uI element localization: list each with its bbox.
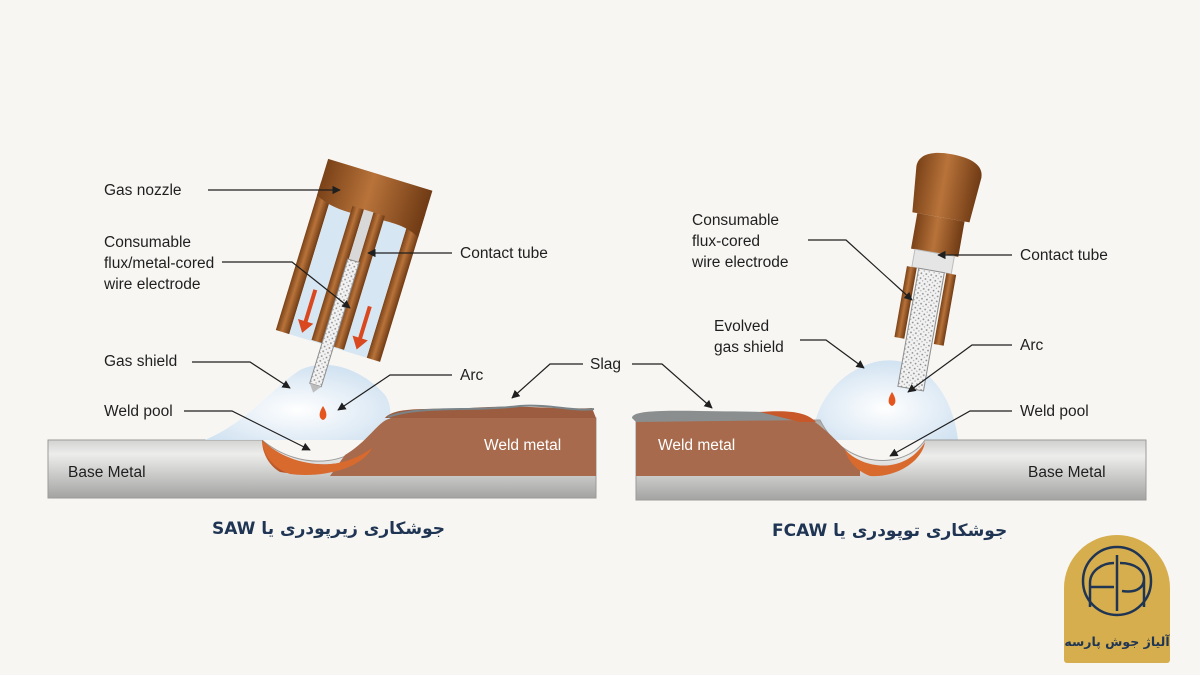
label-gas-shield: Gas shield xyxy=(104,353,177,370)
company-logo: آلیاژ جوش پارسه xyxy=(1064,535,1170,663)
label-slag: Slag xyxy=(590,356,621,373)
label-base-metal: Base Metal xyxy=(68,464,146,481)
label-base-metal-right: Base Metal xyxy=(1028,464,1106,481)
fcaw-caption: جوشکاری توپودری یا FCAW xyxy=(772,521,1008,541)
label-electrode-r1: Consumable xyxy=(692,212,779,229)
label-weld-pool-right: Weld pool xyxy=(1020,403,1089,420)
saw-caption: جوشکاری زیرپودری یا SAW xyxy=(212,519,446,539)
label-gas-nozzle: Gas nozzle xyxy=(104,182,182,199)
label-weld-metal-right: Weld metal xyxy=(658,437,735,454)
saw-torch xyxy=(275,158,433,393)
arc-drop xyxy=(319,406,327,420)
evolved-gas-shield xyxy=(812,360,958,440)
fcaw-panel: Consumable flux-cored wire electrode Con… xyxy=(632,152,1147,501)
label-electrode-l2: flux/metal-cored xyxy=(104,255,214,272)
label-evolved-2: gas shield xyxy=(714,339,784,356)
slag-label-group: Slag xyxy=(511,356,713,409)
label-arc: Arc xyxy=(460,367,484,384)
saw-panel: Gas nozzle Consumable flux/metal-cored w… xyxy=(47,158,597,499)
fcaw-torch xyxy=(894,152,982,392)
weld-metal-right xyxy=(636,420,860,476)
label-contact-tube: Contact tube xyxy=(460,245,548,262)
gas-shield xyxy=(205,364,391,440)
weld-metal xyxy=(330,418,596,476)
label-arc-right: Arc xyxy=(1020,337,1044,354)
weld-pool-right xyxy=(845,442,925,477)
label-weld-metal: Weld metal xyxy=(484,437,561,454)
label-electrode-l3: wire electrode xyxy=(103,276,201,293)
label-electrode-r2: flux-cored xyxy=(692,233,760,250)
label-evolved-1: Evolved xyxy=(714,318,769,335)
logo-text: آلیاژ جوش پارسه xyxy=(1064,634,1170,649)
arc-drop-right xyxy=(888,392,896,406)
logo-monogram xyxy=(1081,545,1153,617)
label-electrode-r3: wire electrode xyxy=(691,254,789,271)
label-electrode-l1: Consumable xyxy=(104,234,191,251)
label-weld-pool: Weld pool xyxy=(104,403,173,420)
label-contact-tube-right: Contact tube xyxy=(1020,247,1108,264)
